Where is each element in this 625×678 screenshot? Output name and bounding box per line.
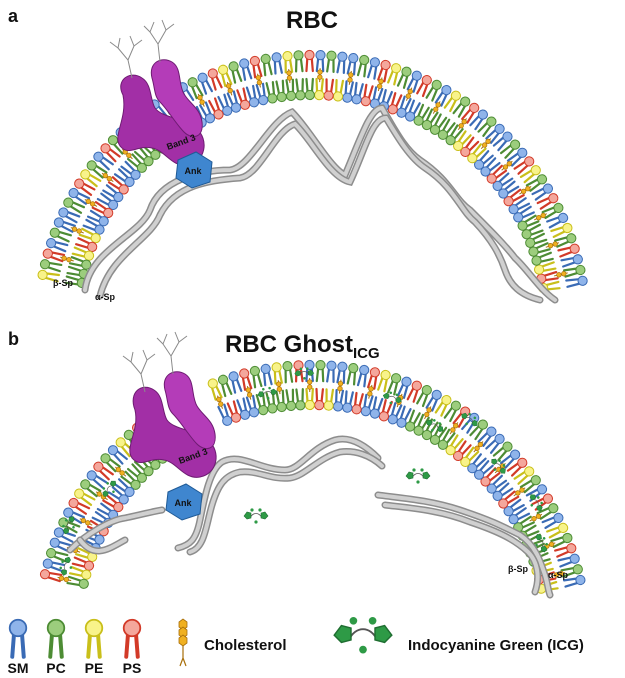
outer-lipid — [303, 49, 316, 73]
panel-a-beta-sp-label: β-Sp — [53, 278, 73, 288]
panel-b-title-sub: ICG — [353, 345, 380, 362]
inner-lipid — [293, 77, 307, 102]
panel-a-ankyrin: Ank — [175, 151, 213, 189]
outer-lipid — [281, 50, 295, 74]
legend-icg: Indocyanine Green (ICG) — [333, 615, 584, 655]
outer-lipid — [334, 50, 349, 75]
outer-lipid — [270, 361, 285, 385]
inner-lipid — [322, 78, 336, 102]
panel-b-title: RBC GhostICG — [225, 331, 380, 362]
outer-lipid — [355, 53, 371, 78]
inner-lipid — [331, 78, 346, 103]
outer-lipid — [259, 362, 275, 387]
pe-lipid-icon — [83, 617, 105, 659]
legend: SM PC PE PS Cholesterol Indocyanine Gree — [7, 615, 584, 676]
legend-pc: PC — [45, 617, 67, 676]
inner-lipid — [331, 388, 346, 413]
panel-b-alpha-sp-label: α-Sp — [548, 570, 569, 580]
outer-lipid — [324, 359, 338, 384]
panel-a-ank-label: Ank — [184, 166, 202, 176]
inner-lipid — [313, 77, 326, 101]
cholesterol-molecule — [306, 377, 313, 393]
sm-lipid-icon — [7, 617, 29, 659]
panel-a: a RBC Band 3 Ank β-Sp α-Sp — [8, 6, 590, 304]
cholesterol-molecule — [214, 394, 226, 411]
outer-lipid — [314, 359, 327, 383]
inner-lipid — [303, 387, 316, 411]
ps-lipid-icon — [121, 617, 143, 659]
legend-cholesterol: Cholesterol — [178, 618, 287, 667]
inner-lipid — [313, 387, 326, 411]
outer-lipid — [564, 274, 590, 290]
outer-lipid — [105, 442, 129, 466]
panel-a-spectrin — [81, 104, 559, 304]
cholesterol-molecule — [316, 67, 323, 83]
legend-pc-label: PC — [46, 660, 65, 676]
outer-lipid — [281, 360, 295, 384]
outer-lipid — [345, 361, 360, 386]
legend-sm-label: SM — [8, 660, 29, 676]
legend-sm: SM — [7, 617, 29, 676]
panel-b-beta-sp-label: β-Sp — [508, 564, 528, 574]
outer-lipid — [324, 49, 338, 74]
outer-lipid — [270, 51, 285, 75]
outer-lipid — [259, 52, 275, 77]
legend-pe: PE — [83, 617, 105, 676]
panel-a-band3: Band 3 — [109, 19, 205, 166]
legend-ps: PS — [121, 617, 143, 676]
inner-lipid — [293, 387, 307, 412]
panel-a-letter: a — [8, 6, 19, 26]
legend-ps-label: PS — [123, 660, 142, 676]
panel-b-band3: Band 3 — [122, 331, 217, 478]
outer-lipid — [345, 51, 360, 76]
legend-cholesterol-label: Cholesterol — [204, 637, 287, 654]
free-icg-molecule — [243, 507, 269, 525]
panel-b-ank-label: Ank — [174, 498, 192, 508]
panel-b-title-main: RBC Ghost — [225, 331, 353, 358]
legend-icg-label: Indocyanine Green (ICG) — [408, 637, 584, 654]
cholesterol-icon — [178, 618, 188, 667]
outer-lipid — [491, 438, 516, 463]
panel-a-title: RBC — [286, 7, 338, 34]
pc-lipid-icon — [45, 617, 67, 659]
panel-b-letter: b — [8, 329, 19, 349]
panel-a-alpha-sp-label: α-Sp — [95, 292, 116, 302]
outer-lipid — [334, 360, 349, 385]
cholesterol-molecule — [224, 80, 235, 97]
cholesterol-molecule — [69, 224, 86, 236]
inner-lipid — [322, 388, 336, 412]
outer-lipid — [314, 49, 327, 73]
panel-b: b RBC GhostICG Band 3 — [8, 329, 587, 599]
panel-b-spectrin — [66, 435, 554, 599]
panel-b-ankyrin: Ank — [165, 483, 203, 521]
cholesterol-molecule — [544, 239, 561, 251]
outer-lipid — [292, 49, 305, 73]
cholesterol-molecule — [403, 86, 415, 103]
inner-lipid — [303, 77, 316, 101]
free-icg-molecule — [405, 467, 431, 485]
outer-lipid — [355, 363, 371, 388]
outer-lipid — [491, 128, 516, 153]
icg-icon — [333, 615, 393, 655]
legend-pe-label: PE — [85, 660, 104, 676]
